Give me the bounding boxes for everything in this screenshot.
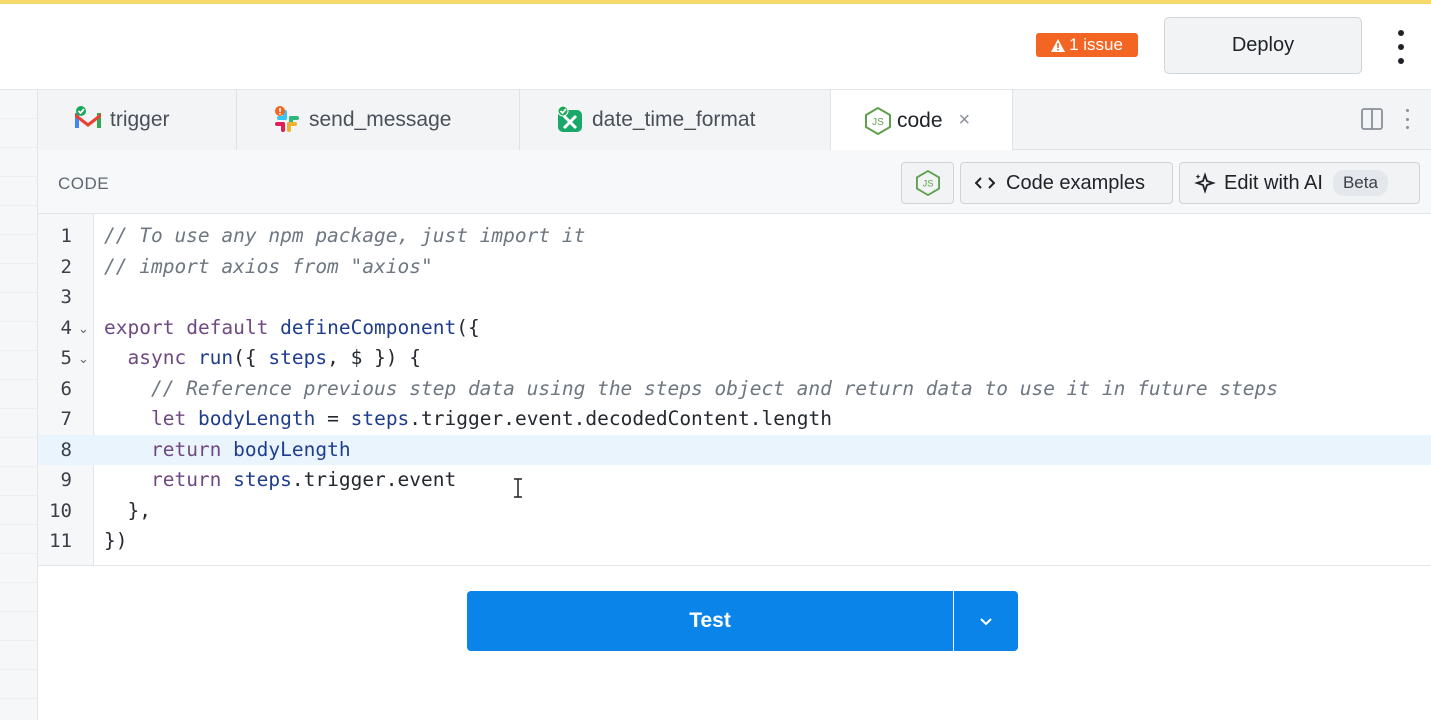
line-number: 11 (49, 530, 72, 552)
tab-trigger[interactable]: trigger (38, 90, 237, 150)
code-editor[interactable]: 1 // To use any npm package, just import… (38, 214, 1431, 566)
deploy-button[interactable]: Deploy (1164, 17, 1362, 74)
line-text: }) (104, 529, 128, 552)
line-number-gutter (38, 214, 94, 565)
line-text: // Reference previous step data using th… (104, 377, 1278, 400)
tab-options-icon[interactable] (1404, 109, 1410, 129)
line-text: // import axios from "axios" (104, 255, 433, 278)
issue-label: 1 issue (1069, 35, 1123, 54)
tab-label: date_time_format (592, 108, 756, 131)
tab-send-message[interactable]: send_message (237, 90, 520, 150)
tab-label: code (897, 108, 943, 132)
code-line[interactable]: 3 (38, 282, 1431, 312)
tab-code[interactable]: JS code × (830, 90, 1013, 151)
test-button[interactable]: Test (467, 591, 953, 651)
gmail-icon (72, 104, 104, 136)
close-tab-icon[interactable]: × (958, 109, 971, 131)
test-button-group: Test (467, 591, 1018, 651)
line-text: // To use any npm package, just import i… (104, 224, 586, 247)
nodejs-icon: JS (915, 170, 940, 196)
line-text: return steps.trigger.event (150, 468, 457, 491)
step-tab-bar: trigger send_message (38, 90, 1431, 151)
line-number: 8 (60, 439, 72, 461)
code-examples-button[interactable]: Code examples (960, 162, 1173, 204)
svg-text:JS: JS (872, 117, 884, 128)
line-number: 1 (60, 225, 72, 247)
beta-badge: Beta (1332, 170, 1388, 196)
more-menu-icon[interactable] (1390, 30, 1412, 64)
code-line-active[interactable]: 8 return bodyLength (38, 435, 1431, 465)
split-view-icon[interactable] (1361, 108, 1383, 130)
fold-chevron-icon[interactable]: ⌄ (78, 351, 89, 366)
svg-text:JS: JS (922, 179, 933, 189)
warning-icon (1051, 38, 1066, 52)
chevron-down-icon (980, 617, 992, 625)
code-line[interactable]: 4 ⌄ export default defineComponent({ (38, 313, 1431, 343)
code-line[interactable]: 6 // Reference previous step data using … (38, 374, 1431, 404)
sparkle-icon (1194, 172, 1216, 194)
line-text: async run({ steps, $ }) { (127, 346, 422, 369)
code-header: CODE JS Code examples Edit with AI Beta (38, 150, 1431, 214)
formatting-icon (554, 104, 586, 136)
code-brackets-icon (975, 177, 995, 189)
text-cursor-icon (514, 478, 522, 498)
code-section-label: CODE (58, 174, 110, 193)
tab-date-time-format[interactable]: date_time_format (520, 90, 831, 150)
top-bar: 1 issue Deploy (0, 4, 1431, 90)
tab-label: send_message (309, 108, 452, 131)
left-canvas-gutter (0, 90, 38, 720)
line-number: 3 (60, 286, 72, 308)
code-line[interactable]: 10 }, (38, 496, 1431, 526)
line-number: 6 (60, 378, 72, 400)
code-line[interactable]: 5 ⌄ async run({ steps, $ }) { (38, 343, 1431, 373)
code-line[interactable]: 11 }) (38, 526, 1431, 556)
issue-badge[interactable]: 1 issue (1036, 33, 1138, 57)
code-line[interactable]: 1 // To use any npm package, just import… (38, 221, 1431, 251)
code-line[interactable]: 9 return steps.trigger.event (38, 465, 1431, 495)
line-text: export default defineComponent({ (104, 316, 480, 339)
nodejs-icon: JS (865, 106, 891, 135)
line-text: let bodyLength = steps.trigger.event.dec… (150, 407, 832, 430)
line-number: 10 (49, 500, 72, 522)
top-accent-strip (0, 0, 1431, 4)
line-number: 9 (60, 469, 72, 491)
line-number: 5 (60, 347, 72, 369)
line-text: }, (104, 499, 151, 522)
edit-with-ai-label: Edit with AI (1224, 171, 1323, 194)
slack-icon (271, 104, 303, 136)
line-number: 2 (60, 256, 72, 278)
test-options-dropdown[interactable] (954, 591, 1018, 651)
edit-with-ai-button[interactable]: Edit with AI Beta (1179, 162, 1420, 204)
line-number: 4 (60, 317, 72, 339)
runtime-button[interactable]: JS (901, 162, 954, 204)
fold-chevron-icon[interactable]: ⌄ (78, 321, 89, 336)
tab-label: trigger (110, 108, 170, 131)
code-examples-label: Code examples (1006, 171, 1145, 194)
code-line[interactable]: 2 // import axios from "axios" (38, 252, 1431, 282)
line-text: return bodyLength (150, 438, 351, 461)
line-number: 7 (60, 408, 72, 430)
code-line[interactable]: 7 let bodyLength = steps.trigger.event.d… (38, 404, 1431, 434)
